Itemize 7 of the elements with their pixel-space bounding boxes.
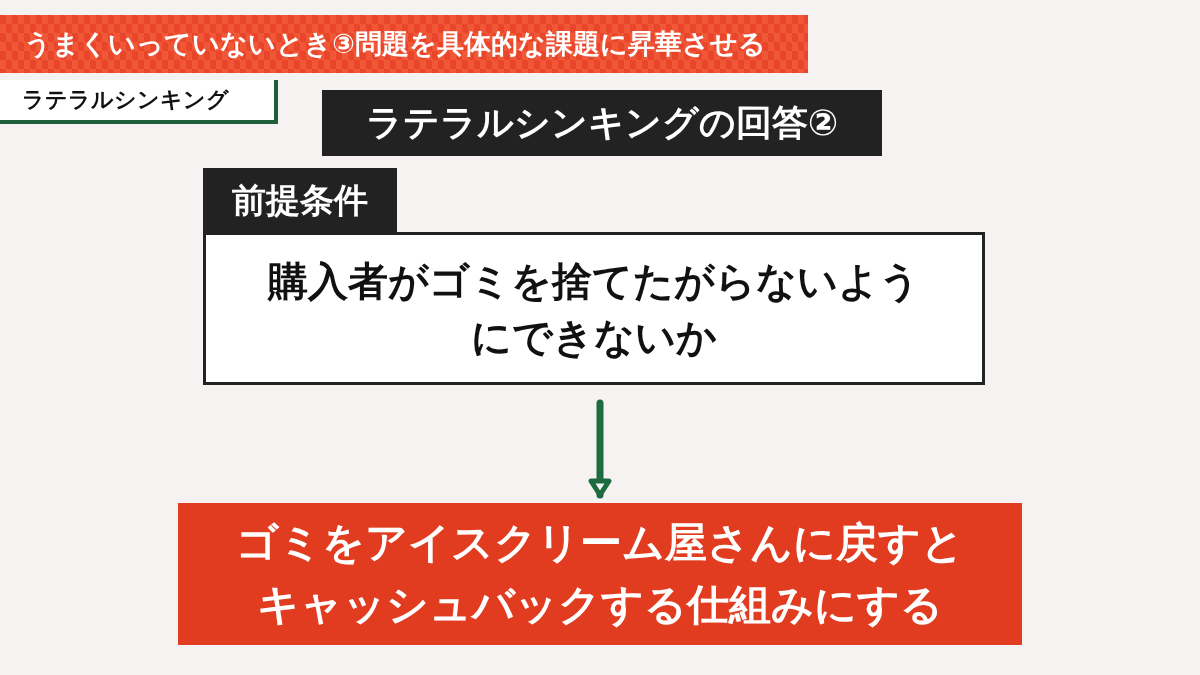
title-banner: うまくいっていないとき③問題を具体的な課題に昇華させる bbox=[0, 15, 808, 73]
premise-text-box: 購入者がゴミを捨てたがらないようにできないか bbox=[203, 232, 985, 385]
arrow bbox=[588, 399, 612, 499]
topic-tag: ラテラルシンキング bbox=[0, 80, 278, 124]
section-heading: ラテラルシンキングの回答② bbox=[322, 90, 882, 156]
conclusion-box: ゴミをアイスクリーム屋さんに戻すとキャッシュバックする仕組みにする bbox=[178, 503, 1022, 645]
premise-heading: 前提条件 bbox=[203, 168, 397, 232]
